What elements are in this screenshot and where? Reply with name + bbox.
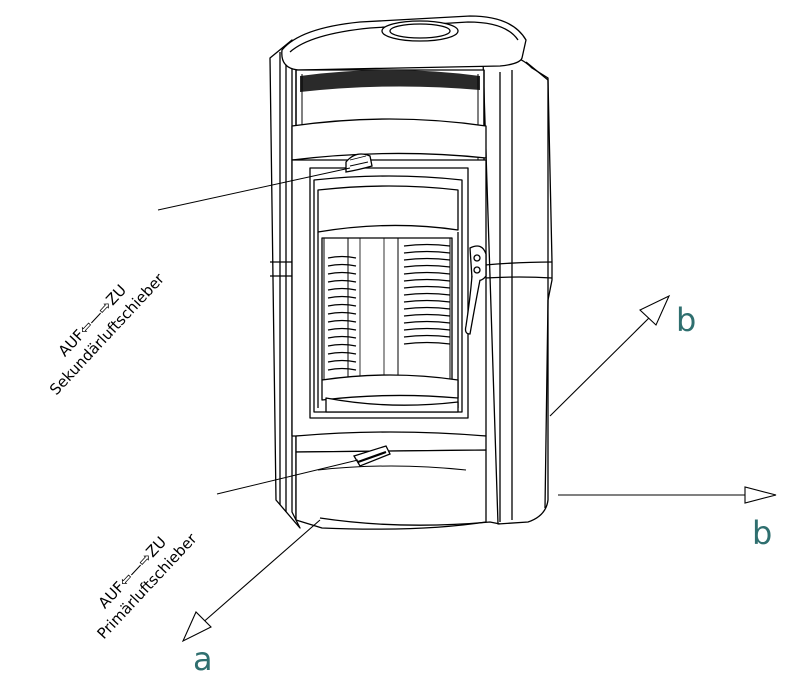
- grate-slat: [327, 351, 357, 355]
- width-letter-b-upper: b: [676, 301, 696, 339]
- door-top-cap: [291, 118, 487, 161]
- grate-slat: [327, 271, 357, 275]
- grate-slat: [403, 257, 451, 261]
- depth-arrow-line: [199, 519, 321, 626]
- grate-slat: [327, 335, 357, 339]
- grate-slat: [403, 341, 451, 345]
- grate-slat: [403, 292, 451, 296]
- grate-slat: [327, 319, 357, 323]
- primary-air-slider: [353, 445, 391, 467]
- grate-slat: [403, 320, 451, 324]
- grate-slat: [327, 311, 357, 315]
- grate-slat: [403, 250, 451, 254]
- grate-slat: [327, 295, 357, 299]
- grate-slat: [403, 334, 451, 338]
- grate-slat: [327, 263, 357, 267]
- depth-letter-a: a: [193, 640, 213, 675]
- leader-lines: [157, 167, 359, 495]
- grate-slat: [403, 243, 451, 247]
- grate-slat: [403, 313, 451, 317]
- right-side-panel: [482, 54, 549, 525]
- grate-slat: [327, 327, 357, 331]
- secondary-air-leader-line: [157, 167, 351, 211]
- right-heat-shield-grate: [403, 243, 451, 345]
- grate-slat: [327, 287, 357, 291]
- grate-slat: [403, 264, 451, 268]
- depth-arrowhead: [181, 611, 212, 643]
- grate-slat: [403, 299, 451, 303]
- grate-slat: [403, 285, 451, 289]
- ash-pan-compartment: [295, 449, 487, 530]
- primary-air-leader-line: [216, 459, 359, 495]
- dimension-arrows: [181, 294, 777, 643]
- width-letter-b-lower: b: [752, 514, 772, 552]
- door-handle: [464, 245, 487, 335]
- grate-slat: [327, 303, 357, 307]
- primary-air-label-group: AUF⇦—⇨ZU Primärluftschieber: [93, 529, 201, 642]
- grate-slat: [403, 306, 451, 310]
- grate-slat: [327, 343, 357, 347]
- secondary-air-slider: [345, 153, 373, 173]
- lower-door-ledge: [295, 431, 487, 453]
- grate-slat: [403, 271, 451, 275]
- grate-slat: [327, 255, 357, 259]
- grate-slat: [403, 327, 451, 331]
- stove-top-lid: [281, 15, 527, 71]
- width-upper-arrowhead: [639, 294, 671, 326]
- grate-slat: [327, 367, 357, 371]
- width-upper-arrow-line: [549, 314, 653, 417]
- width-lower-arrowhead: [744, 486, 777, 504]
- secondary-air-name-label: Sekundärluftschieber: [46, 269, 168, 398]
- grate-slat: [403, 278, 451, 282]
- left-heat-shield-grate: [327, 255, 357, 371]
- grate-slat: [327, 279, 357, 283]
- stove-body: [269, 15, 553, 530]
- secondary-air-label-group: AUF⇦—⇨ZU Sekundärluftschieber: [46, 269, 168, 398]
- grate-slat: [327, 359, 357, 363]
